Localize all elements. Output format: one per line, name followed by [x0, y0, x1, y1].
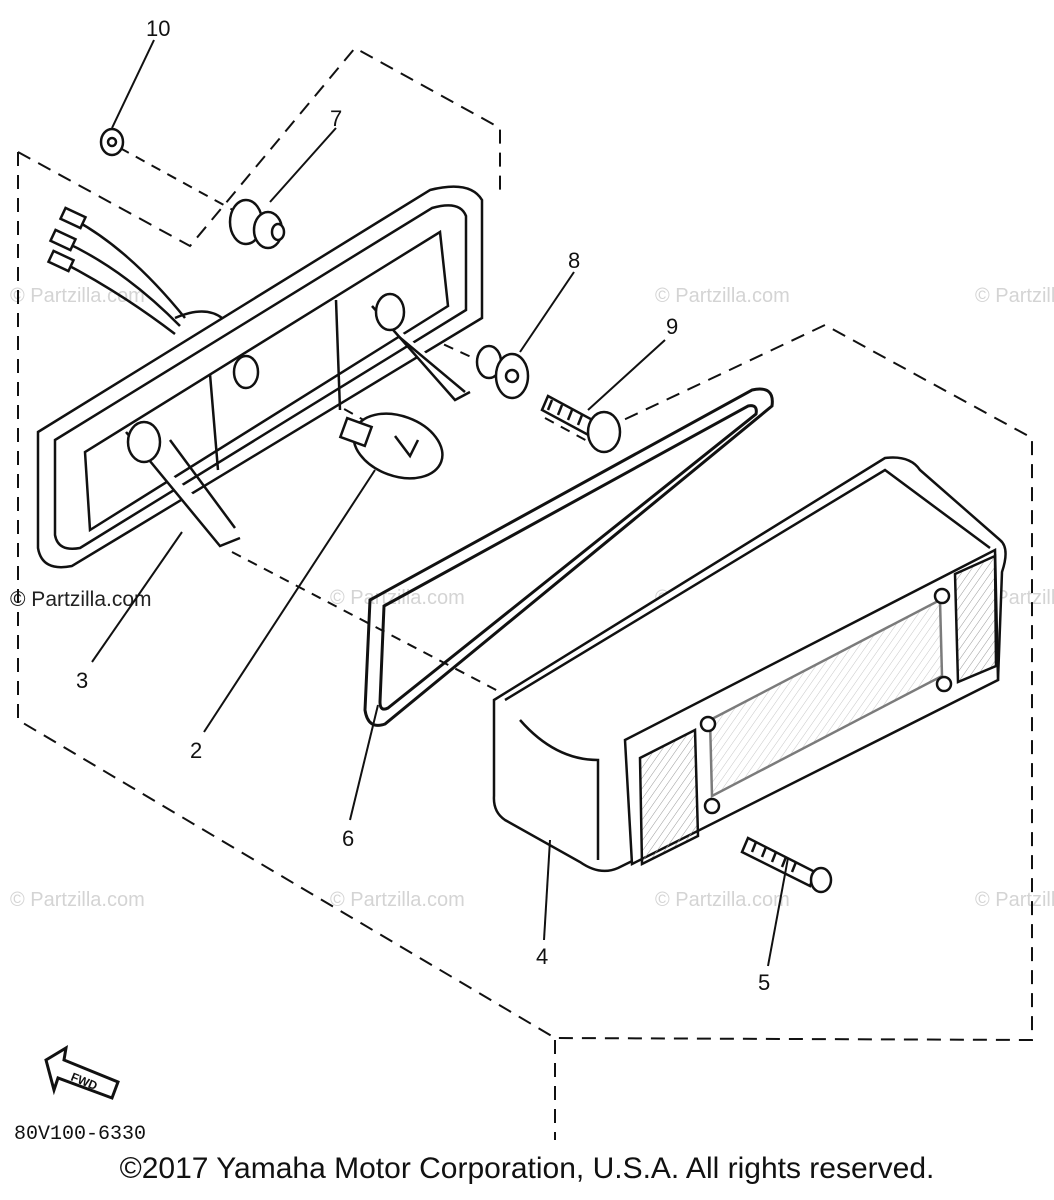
- wire-connector: [46, 249, 76, 273]
- screw-shank: [740, 836, 817, 888]
- mount-stud-edge: [397, 335, 466, 393]
- lens: [492, 456, 1007, 873]
- lens-screw-hole: [699, 715, 717, 733]
- watermark: © Partzilla.com: [975, 285, 1054, 307]
- lens-corner: [519, 719, 600, 860]
- watermark-primary: © Partzilla.com: [10, 588, 152, 611]
- callout-7: 7: [330, 106, 342, 131]
- housing-divider: [208, 373, 220, 471]
- screw-head: [809, 866, 833, 894]
- watermark: © Partzilla.com: [330, 889, 465, 911]
- housing-cavity: [83, 229, 450, 533]
- leader-2: [203, 469, 376, 733]
- watermark: © Partzilla.com: [975, 889, 1054, 911]
- callout-10: 10: [146, 16, 170, 41]
- callout-labels: 10 7 8 9 3 2 6 4 5: [76, 16, 770, 995]
- bolt: [540, 394, 622, 454]
- mount-stud: [125, 431, 241, 548]
- leader-9: [587, 339, 666, 411]
- grommet-hole: [270, 222, 286, 242]
- leader-10: [111, 39, 155, 129]
- socket-hole: [374, 292, 406, 332]
- diagram-code: 80V100-6330: [14, 1123, 146, 1146]
- leader-4: [543, 839, 551, 941]
- axis-collar: [394, 321, 483, 363]
- collar: [475, 344, 530, 400]
- lens-reflector-left: [638, 727, 700, 867]
- lens-screw-hole: [933, 587, 951, 605]
- group-outline: [17, 46, 1033, 1140]
- wire-connector: [48, 228, 78, 252]
- callout-4: 4: [536, 944, 548, 969]
- leader-6: [349, 704, 379, 821]
- assembly-outline: [17, 152, 1033, 1042]
- housing-divider: [334, 299, 342, 411]
- callout-6: 6: [342, 826, 354, 851]
- callout-9: 9: [666, 314, 678, 339]
- housing: [36, 185, 484, 569]
- gasket: [363, 387, 774, 727]
- wire-connector: [58, 206, 88, 230]
- screw-thread: [750, 841, 798, 873]
- mount-stud-edge: [168, 439, 237, 529]
- callout-5: 5: [758, 970, 770, 995]
- gasket-outer: [363, 387, 774, 727]
- watermark: © Partzilla.com: [655, 889, 790, 911]
- gasket-inner: [378, 404, 758, 711]
- forward-arrow: FWD: [44, 1045, 120, 1100]
- lens-reflector-right: [953, 554, 998, 684]
- lens-edge: [504, 468, 991, 702]
- watermark: © Partzilla.com: [655, 285, 790, 307]
- nut-hole: [106, 136, 118, 148]
- bulb-filament: [394, 435, 420, 459]
- copyright-notice: ©2017 Yamaha Motor Corporation, U.S.A. A…: [119, 1152, 935, 1185]
- watermark: © Partzilla.com: [10, 889, 145, 911]
- bolt-thread: [546, 399, 584, 426]
- leader-7: [269, 127, 337, 203]
- bulb-glass: [352, 412, 444, 480]
- collar-hole: [504, 368, 520, 384]
- watermark: © Partzilla.com: [10, 285, 145, 307]
- wire-grommet: [174, 310, 223, 320]
- bolt-head: [586, 410, 622, 454]
- bulb-base: [338, 416, 374, 448]
- wire: [74, 218, 186, 319]
- nut: [99, 127, 125, 157]
- callout-8: 8: [568, 248, 580, 273]
- axis-lens: [231, 551, 501, 693]
- bulb: [338, 412, 444, 480]
- lens-screw-hole: [935, 675, 953, 693]
- wire: [64, 240, 181, 327]
- wire: [61, 260, 176, 335]
- socket-hole: [232, 354, 260, 390]
- callout-2: 2: [190, 738, 202, 763]
- wire-harness: [46, 206, 186, 335]
- leader-8: [519, 271, 575, 353]
- grommet: [228, 198, 286, 250]
- forward-arrow-icon: [44, 1045, 120, 1100]
- socket-hole: [126, 420, 162, 464]
- callout-3: 3: [76, 668, 88, 693]
- leader-3: [91, 531, 183, 663]
- leader-5: [767, 857, 789, 967]
- screw: [740, 836, 833, 894]
- leader-lines: [91, 39, 789, 967]
- lens-screw-hole: [703, 797, 721, 815]
